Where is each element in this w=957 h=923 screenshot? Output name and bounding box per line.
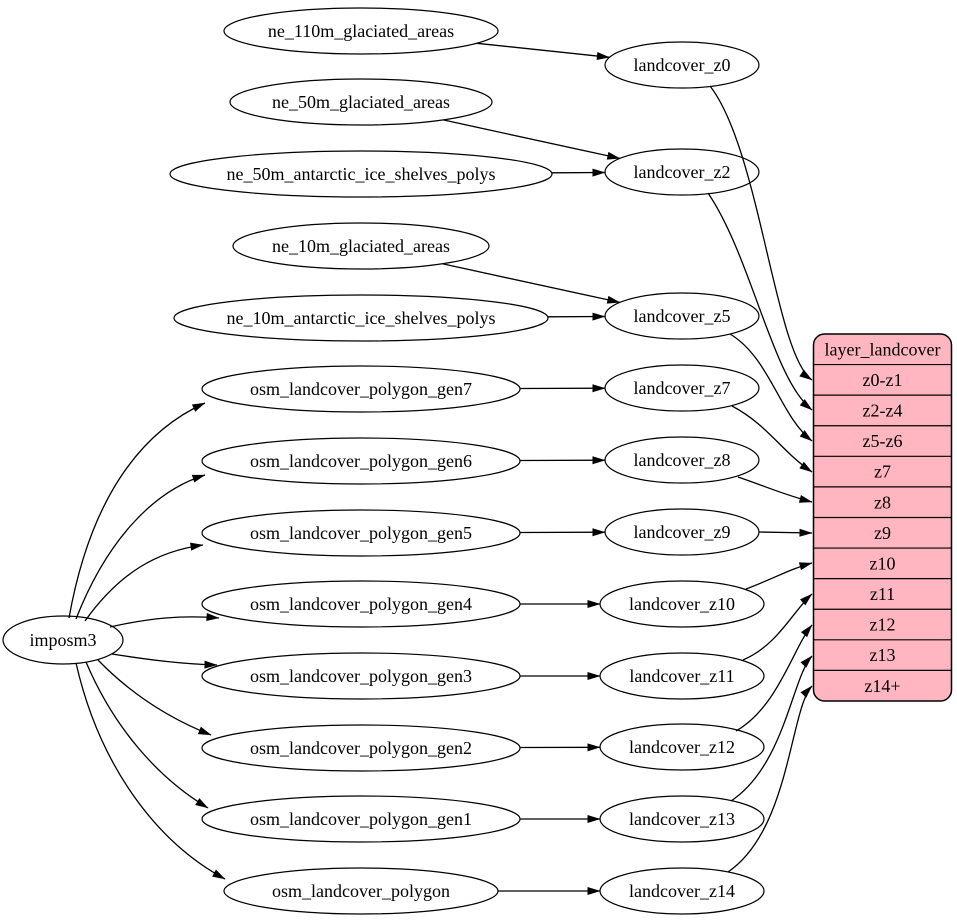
- node-ne_10m_antarctic_ice_shelves_polys: ne_10m_antarctic_ice_shelves_polys: [173, 294, 549, 342]
- node-osm_landcover_polygon_gen6: osm_landcover_polygon_gen6: [201, 437, 521, 485]
- node-landcover_z5: landcover_z5: [604, 292, 760, 340]
- edge-ne_10m_glaciated_areas-landcover_z5: [442, 263, 621, 304]
- node-osm_landcover_polygon_gen2-label: osm_landcover_polygon_gen2: [250, 738, 472, 758]
- node-ne_50m_antarctic_ice_shelves_polys: ne_50m_antarctic_ice_shelves_polys: [169, 150, 553, 198]
- edge-landcover_z0-layer_landcover-z0-z1: [709, 85, 813, 381]
- table-row-z12: z12: [870, 615, 896, 635]
- node-landcover_z14: landcover_z14: [599, 867, 765, 915]
- node-landcover_z11-label: landcover_z11: [629, 666, 734, 686]
- node-osm_landcover_polygon_gen2: osm_landcover_polygon_gen2: [201, 724, 521, 772]
- edge-landcover_z12-layer_landcover-z12: [735, 624, 813, 732]
- node-landcover_z9: landcover_z9: [604, 508, 760, 556]
- node-landcover_z5-label: landcover_z5: [634, 306, 731, 326]
- table-row-z9: z9: [874, 523, 891, 543]
- node-imposm3-label: imposm3: [29, 630, 96, 650]
- node-landcover_z0-label: landcover_z0: [634, 55, 731, 75]
- table-row-z7: z7: [874, 462, 891, 482]
- node-osm_landcover_polygon: osm_landcover_polygon: [223, 867, 499, 915]
- node-landcover_z12: landcover_z12: [599, 723, 765, 771]
- node-osm_landcover_polygon_gen6-label: osm_landcover_polygon_gen6: [250, 451, 472, 471]
- node-landcover_z0-shape: [604, 41, 760, 89]
- node-ne_10m_glaciated_areas-shape: [232, 222, 490, 270]
- edge-landcover_z14-layer_landcover-z14+: [727, 685, 813, 873]
- table-row-z5-z6: z5-z6: [863, 431, 903, 451]
- table-row-z10: z10: [870, 553, 896, 573]
- edge-landcover_z7-layer_landcover-z7: [731, 405, 813, 473]
- node-ne_50m_glaciated_areas-shape: [229, 78, 493, 126]
- node-osm_landcover_polygon_gen7-shape: [201, 365, 521, 413]
- node-ne_110m_glaciated_areas-label: ne_110m_glaciated_areas: [268, 21, 454, 41]
- node-landcover_z7-label: landcover_z7: [634, 378, 731, 398]
- edge-landcover_z5-layer_landcover-z5-z6: [729, 333, 813, 442]
- table-layer_landcover: layer_landcover z0-z1 z2-z4 z5-z6 z7 z8 z9 z10 z…: [812, 333, 953, 702]
- edge-landcover_z11-layer_landcover-z11: [742, 593, 813, 661]
- node-ne_50m_glaciated_areas-label: ne_50m_glaciated_areas: [272, 92, 450, 112]
- edge-imposm3-osm_landcover_polygon_gen6: [75, 474, 206, 620]
- node-imposm3: imposm3: [2, 615, 124, 665]
- edge-imposm3-osm_landcover_polygon_gen4: [109, 613, 220, 628]
- node-landcover_z13-label: landcover_z13: [629, 809, 735, 829]
- node-landcover_z10: landcover_z10: [599, 580, 765, 628]
- node-ne_110m_glaciated_areas: ne_110m_glaciated_areas: [223, 7, 499, 55]
- node-ne_10m_glaciated_areas-label: ne_10m_glaciated_areas: [272, 236, 450, 256]
- node-landcover_z11: landcover_z11: [599, 652, 765, 700]
- node-ne_10m_antarctic_ice_shelves_polys-label: ne_10m_antarctic_ice_shelves_polys: [227, 308, 496, 328]
- node-landcover_z12-label: landcover_z12: [629, 737, 735, 757]
- edge-imposm3-osm_landcover_polygon_gen5: [84, 542, 204, 622]
- node-osm_landcover_polygon_gen7: osm_landcover_polygon_gen7: [201, 365, 521, 413]
- node-landcover_z9-label: landcover_z9: [634, 522, 731, 542]
- node-ne_50m_antarctic_ice_shelves_polys-shape: [169, 150, 553, 198]
- node-osm_landcover_polygon_gen7-label: osm_landcover_polygon_gen7: [250, 379, 472, 399]
- edge-landcover_z9-layer_landcover-z9: [758, 528, 813, 537]
- node-ne_50m_antarctic_ice_shelves_polys-label: ne_50m_antarctic_ice_shelves_polys: [227, 164, 496, 184]
- edge-ne_110m_glaciated_areas-landcover_z0: [476, 42, 610, 60]
- table-row-z8: z8: [874, 492, 891, 512]
- edge-landcover_z2-layer_landcover-z2-z4: [707, 192, 813, 411]
- node-imposm3-shape: [2, 615, 124, 665]
- edge-imposm3-osm_landcover_polygon_gen3: [111, 653, 218, 669]
- node-landcover_z0: landcover_z0: [604, 41, 760, 89]
- node-ne_50m_glaciated_areas: ne_50m_glaciated_areas: [229, 78, 493, 126]
- node-osm_landcover_polygon_gen1-label: osm_landcover_polygon_gen1: [250, 809, 472, 829]
- node-landcover_z8: landcover_z8: [604, 436, 760, 484]
- node-osm_landcover_polygon_gen6-shape: [201, 437, 521, 485]
- node-osm_landcover_polygon-label: osm_landcover_polygon: [272, 881, 450, 901]
- node-osm_landcover_polygon_gen5-shape: [201, 509, 521, 557]
- table-row-z2-z4: z2-z4: [863, 401, 903, 421]
- node-ne_10m_glaciated_areas: ne_10m_glaciated_areas: [232, 222, 490, 270]
- node-osm_landcover_polygon_gen3-label: osm_landcover_polygon_gen3: [250, 666, 472, 686]
- node-landcover_z13: landcover_z13: [599, 795, 765, 843]
- node-ne_110m_glaciated_areas-shape: [223, 7, 499, 55]
- node-landcover_z10-label: landcover_z10: [629, 594, 735, 614]
- edge-landcover_z10-layer_landcover-z10: [745, 562, 813, 590]
- node-osm_landcover_polygon_gen5-label: osm_landcover_polygon_gen5: [250, 523, 472, 543]
- edge-imposm3-osm_landcover_polygon_gen1: [85, 661, 209, 809]
- table-row-z11: z11: [870, 584, 895, 604]
- table-title: layer_landcover: [825, 339, 941, 359]
- node-landcover_z2-label: landcover_z2: [634, 162, 731, 182]
- node-landcover_z2: landcover_z2: [604, 148, 760, 196]
- table-row-z0-z1: z0-z1: [863, 370, 903, 390]
- node-osm_landcover_polygon_gen1: osm_landcover_polygon_gen1: [201, 795, 521, 843]
- edge-imposm3-osm_landcover_polygon_gen7: [68, 402, 206, 619]
- edge-imposm3-osm_landcover_polygon_gen2: [97, 659, 212, 736]
- edge-landcover_z13-layer_landcover-z13: [730, 655, 813, 802]
- node-landcover_z8-label: landcover_z8: [634, 450, 731, 470]
- edge-imposm3-osm_landcover_polygon: [75, 662, 226, 880]
- table-row-z13: z13: [870, 645, 896, 665]
- node-osm_landcover_polygon_gen4: osm_landcover_polygon_gen4: [201, 580, 521, 628]
- node-osm_landcover_polygon_gen3: osm_landcover_polygon_gen3: [201, 652, 521, 700]
- edge-ne_50m_glaciated_areas-landcover_z2: [443, 119, 621, 160]
- edge-landcover_z8-layer_landcover-z8: [737, 476, 813, 503]
- node-osm_landcover_polygon_gen2-shape: [201, 724, 521, 772]
- node-osm_landcover_polygon_gen5: osm_landcover_polygon_gen5: [201, 509, 521, 557]
- node-osm_landcover_polygon_gen4-label: osm_landcover_polygon_gen4: [250, 594, 472, 614]
- node-landcover_z14-label: landcover_z14: [629, 881, 735, 901]
- node-ne_10m_antarctic_ice_shelves_polys-shape: [173, 294, 549, 342]
- node-landcover_z7: landcover_z7: [604, 364, 760, 412]
- table-row-z14+: z14+: [864, 676, 900, 696]
